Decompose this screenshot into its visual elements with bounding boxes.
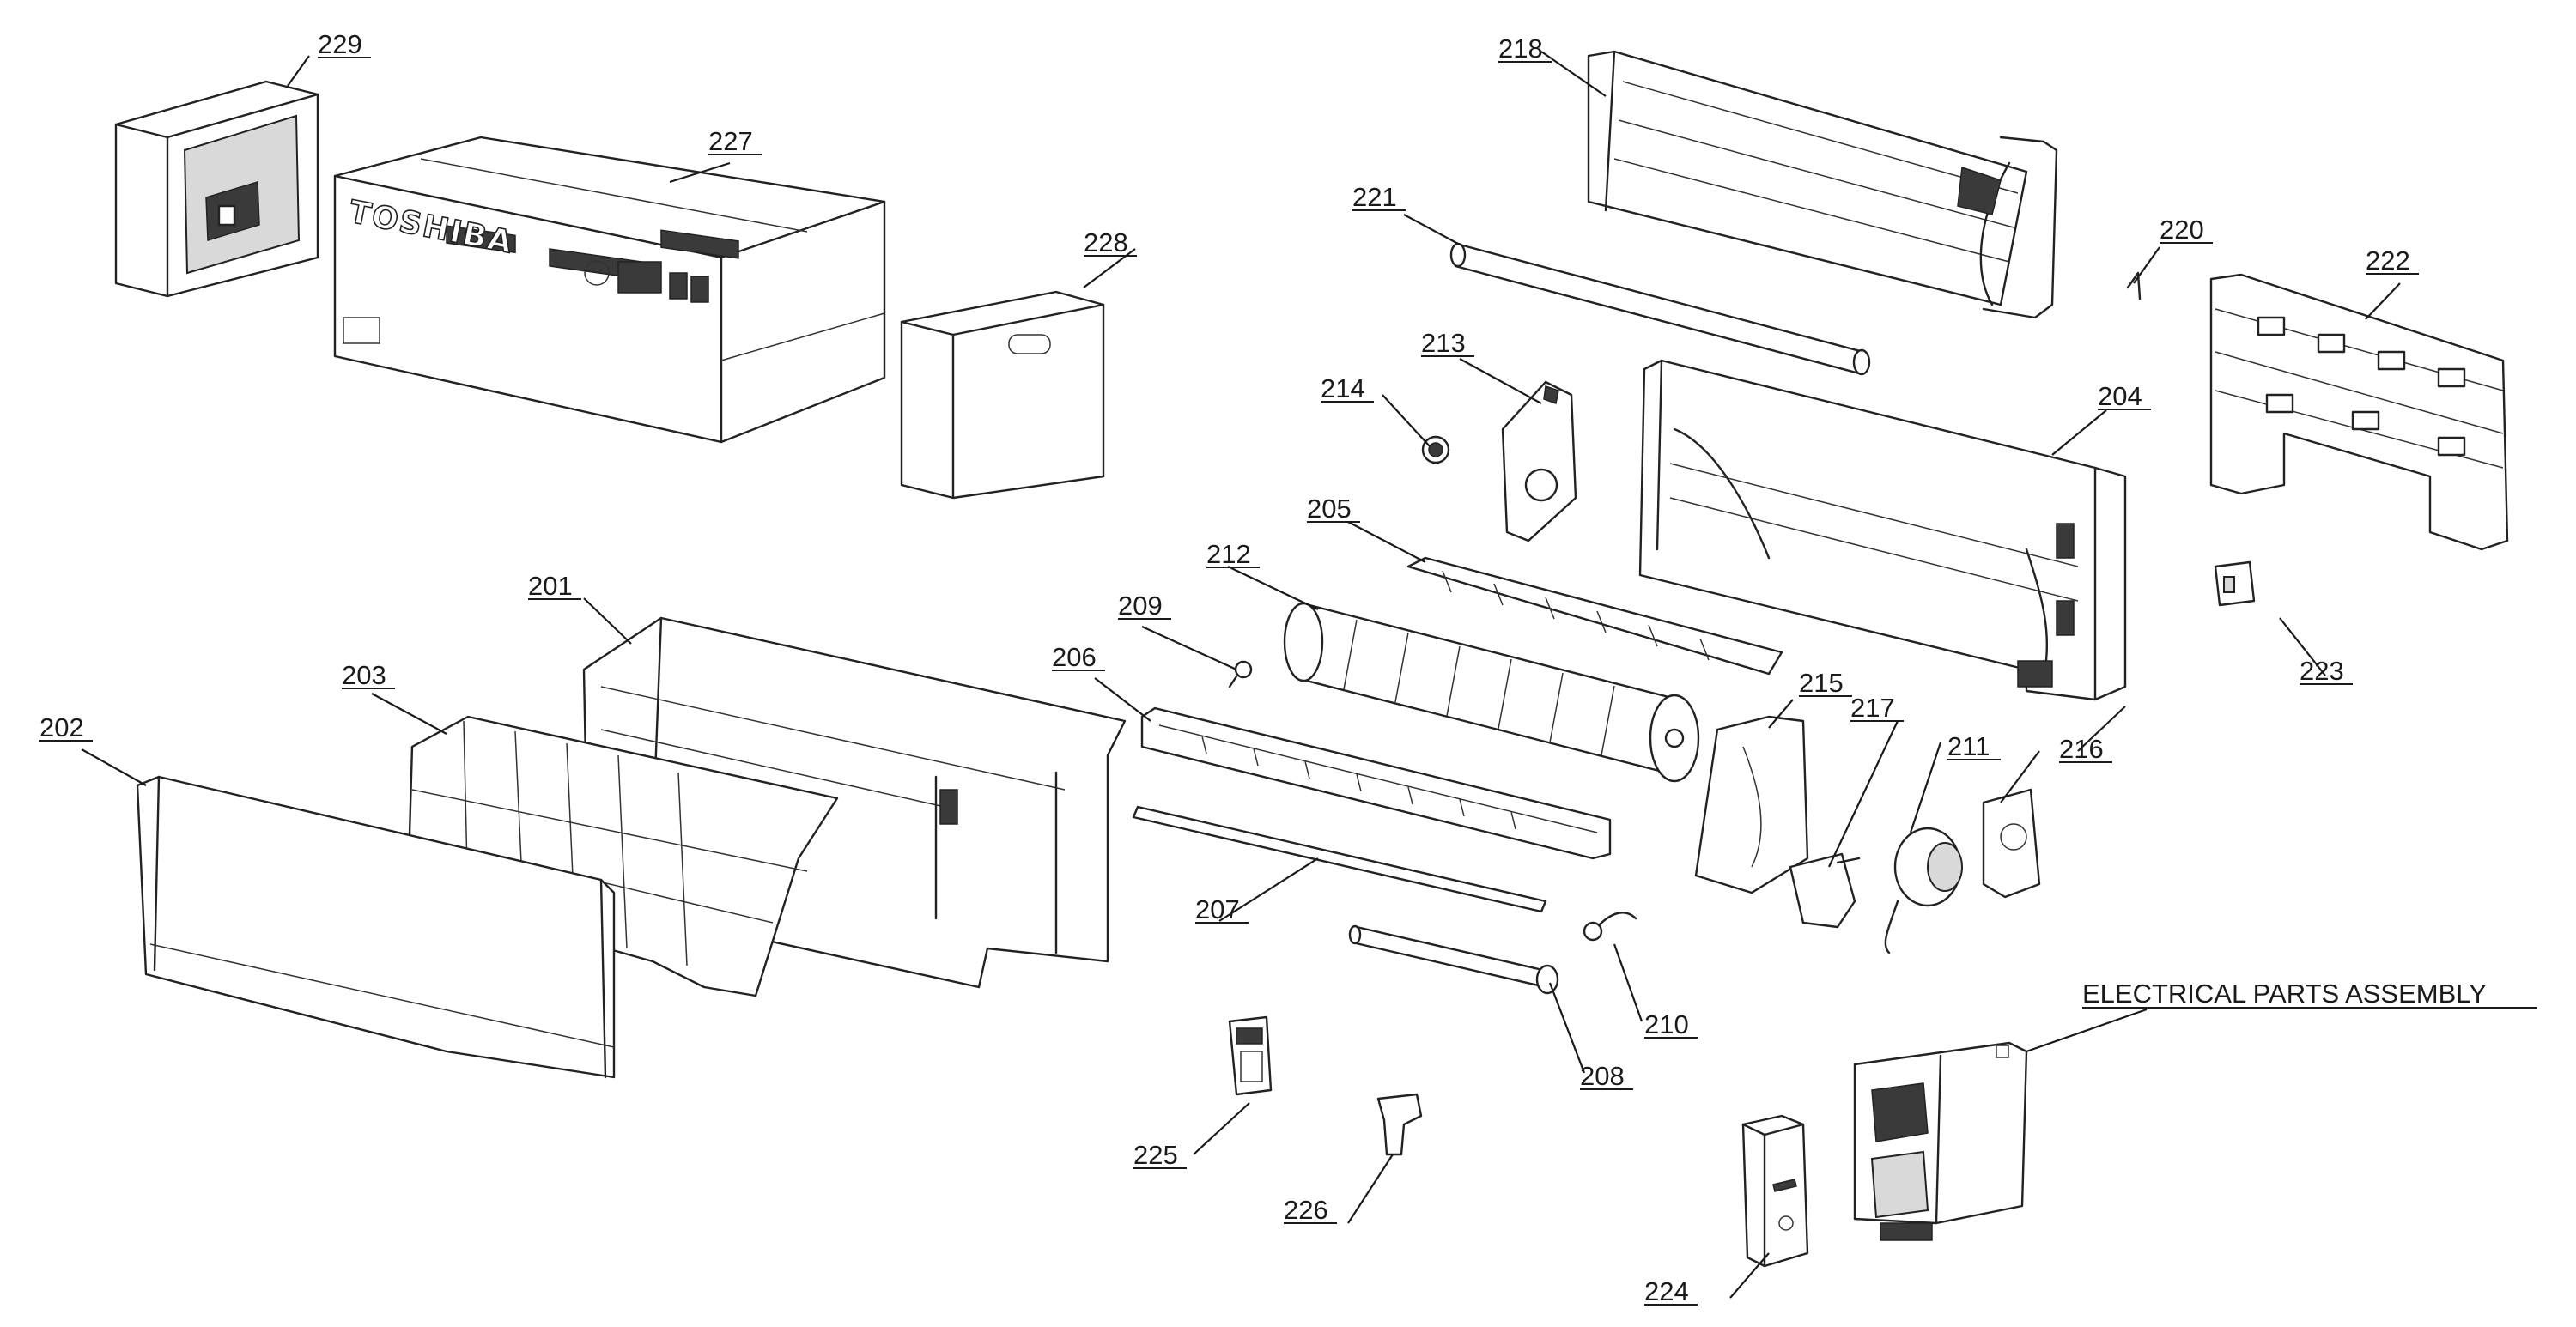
part-217-illustration [1789,852,1861,929]
part-213-illustration [1501,380,1577,542]
label-222: 222 [2366,245,2410,276]
label-210: 210 [1644,1009,1689,1039]
part-212-illustration [1283,602,1700,783]
electrical-parts-assembly-illustration [1853,1041,2028,1241]
part-208-illustration [1348,924,1559,995]
label-212: 212 [1206,539,1251,569]
part-222-illustration [2209,273,2509,551]
label-202: 202 [39,712,84,742]
label-215: 215 [1799,668,1844,698]
label-208: 208 [1580,1061,1625,1091]
label-201: 201 [528,571,573,601]
label-224: 224 [1644,1276,1689,1306]
label-221: 221 [1352,182,1397,212]
callout-labels: 229 227 228 218 221 220 222 213 214 204 … [39,29,2537,1306]
label-218: 218 [1498,33,1543,64]
part-211-illustration [1884,827,1963,954]
part-207-illustration [1132,805,1547,913]
part-202-illustration [136,775,616,1079]
label-205: 205 [1307,494,1352,524]
part-228-illustration [900,290,1105,500]
label-206: 206 [1052,642,1097,672]
label-228: 228 [1084,227,1128,258]
part-223-illustration [2214,560,2256,607]
label-213: 213 [1421,328,1466,358]
part-215-illustration [1694,715,1809,894]
label-227: 227 [708,126,753,156]
part-205-illustration [1406,556,1783,676]
label-204: 204 [2098,381,2142,411]
part-226-illustration [1376,1093,1423,1156]
label-220: 220 [2160,215,2204,245]
part-203-illustration [406,715,839,997]
part-221-illustration [1449,242,1871,376]
part-220-illustration [2126,271,2142,300]
part-229-illustration [114,80,319,298]
part-206-illustration [1140,706,1612,860]
part-214-illustration [1421,435,1450,464]
label-electrical-parts-assembly: ELECTRICAL PARTS ASSEMBLY [2082,979,2487,1009]
part-218-illustration [1587,50,2058,319]
part-216-illustration [1982,788,2041,899]
part-210-illustration [1583,912,1637,942]
label-211: 211 [1947,731,1990,761]
part-225-illustration [1228,1015,1273,1096]
label-209: 209 [1118,591,1163,621]
part-204-illustration [1638,359,2127,701]
label-217: 217 [1850,693,1895,723]
label-207: 207 [1195,894,1240,924]
label-223: 223 [2300,656,2344,686]
label-203: 203 [342,660,386,690]
label-229: 229 [318,29,362,59]
part-209-illustration [1228,660,1253,688]
label-225: 225 [1133,1140,1178,1170]
label-226: 226 [1284,1195,1328,1225]
label-214: 214 [1321,373,1365,403]
part-227-illustration: TOSHIBA [333,136,886,444]
part-224-illustration [1741,1114,1809,1268]
label-216: 216 [2059,734,2104,764]
